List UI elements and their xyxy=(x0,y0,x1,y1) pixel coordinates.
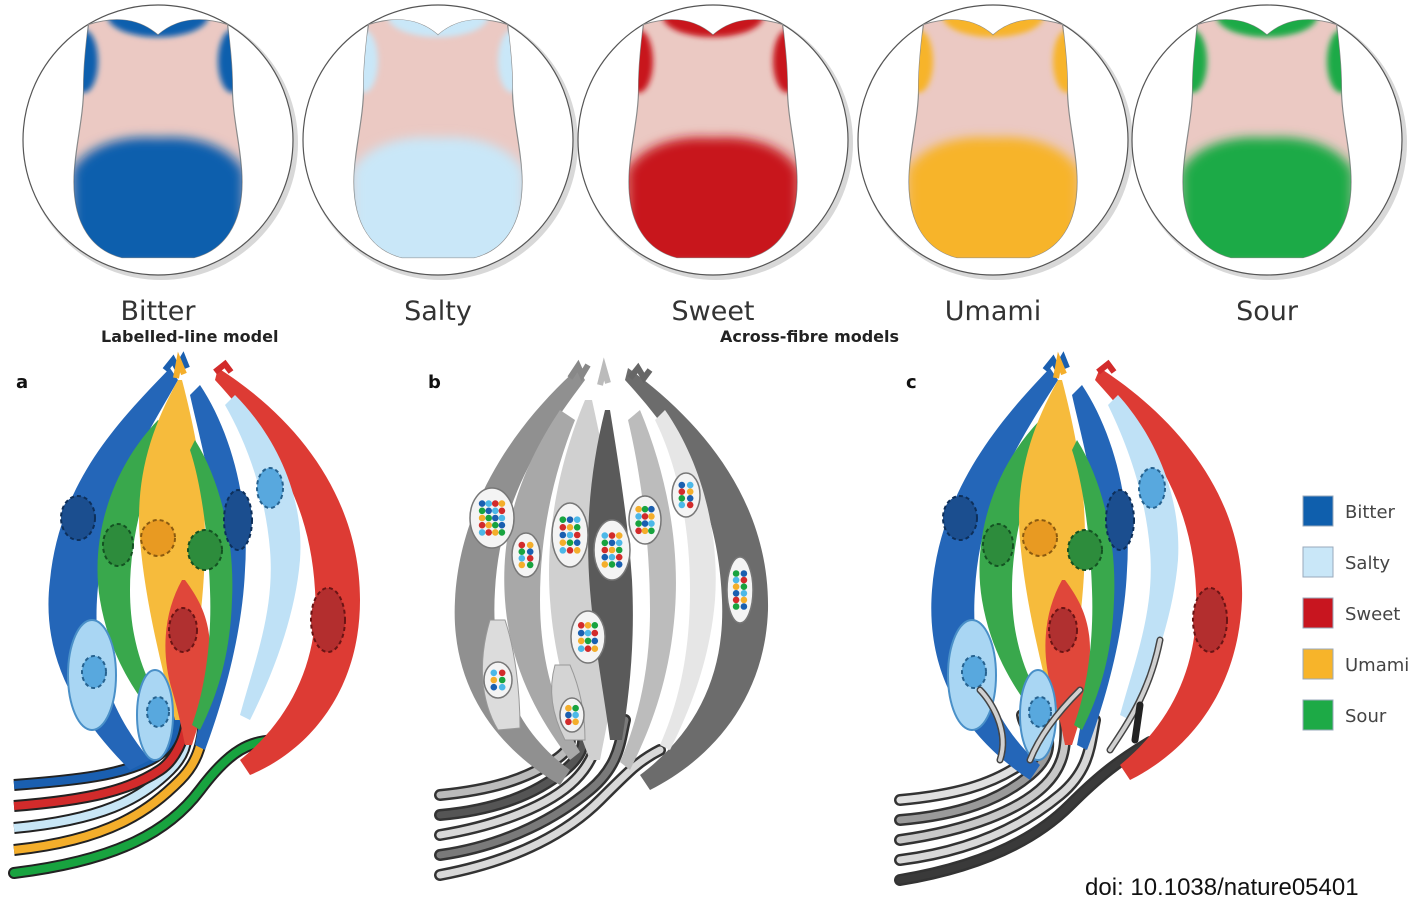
labelled-line-model-label: Labelled-line model xyxy=(101,327,278,346)
legend-label: Bitter xyxy=(1345,502,1396,523)
panel-letter-a: a xyxy=(16,372,28,393)
tongue-bitter: Bitter xyxy=(23,0,298,327)
legend-label: Sour xyxy=(1345,706,1387,727)
legend-swatch xyxy=(1303,547,1333,577)
tongue-umami: Umami xyxy=(858,0,1133,327)
legend-label: Sweet xyxy=(1345,604,1400,625)
tongue-label-bitter: Bitter xyxy=(121,296,197,327)
legend-swatch xyxy=(1303,598,1333,628)
legend-item-bitter: Bitter xyxy=(1303,496,1396,526)
tongue-label-salty: Salty xyxy=(404,296,472,327)
doi-citation: doi: 10.1038/nature05401 xyxy=(1085,874,1359,901)
legend-swatch xyxy=(1303,700,1333,730)
legend-item-sour: Sour xyxy=(1303,700,1387,730)
taste-bud-across-fibre-c xyxy=(900,358,1242,880)
taste-bud-across-fibre-b xyxy=(440,365,768,875)
tongue-row: Bitter Salty Sweet Umami Sour xyxy=(23,0,1407,327)
tongue-sour: Sour xyxy=(1132,0,1407,327)
tongue-label-sweet: Sweet xyxy=(671,296,754,327)
tongue-salty: Salty xyxy=(303,0,578,327)
legend-swatch xyxy=(1303,496,1333,526)
tongue-label-umami: Umami xyxy=(945,296,1041,327)
taste-bud-labelled-line xyxy=(14,358,360,873)
panel-letter-c: c xyxy=(906,372,917,393)
legend-item-umami: Umami xyxy=(1303,649,1409,679)
legend-swatch xyxy=(1303,649,1333,679)
across-fibre-models-label: Across-fibre models xyxy=(720,327,899,346)
legend-label: Salty xyxy=(1345,553,1391,574)
panel-letter-b: b xyxy=(428,372,441,393)
legend-item-sweet: Sweet xyxy=(1303,598,1400,628)
tongue-sweet: Sweet xyxy=(578,0,853,327)
tongue-label-sour: Sour xyxy=(1236,296,1299,327)
legend-label: Umami xyxy=(1345,655,1409,676)
legend-item-salty: Salty xyxy=(1303,547,1391,577)
